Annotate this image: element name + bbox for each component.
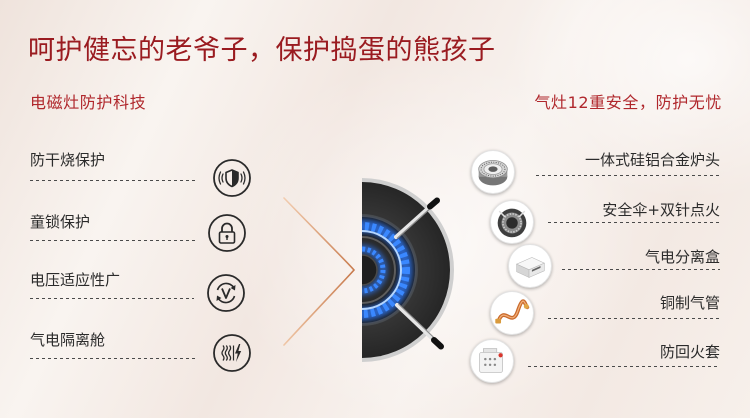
dashed-divider [562,269,720,270]
dashed-divider [536,175,720,176]
anti-backfire-sleeve-photo-icon [470,339,514,383]
right-feature-label: 安全伞+双针点火 [602,201,720,219]
dashed-divider [30,298,194,299]
voltage-cycle-icon [206,273,246,313]
right-feature-label: 防回火套 [659,343,720,361]
right-feature-label: 气电分离盒 [644,248,720,266]
right-section-title: 气灶12重安全，防护无忧 [534,93,722,112]
headline: 呵护健忘的老爷子，保护捣蛋的熊孩子 [28,35,496,66]
heat-lightning-icon [212,333,252,373]
left-section-title: 电磁灶防护科技 [30,93,147,112]
dashed-divider [30,180,198,181]
right-feature-label: 铜制气管 [659,294,720,312]
right-feature-label: 一体式硅铝合金炉头 [584,151,720,169]
copper-pipe-photo-icon [490,291,534,335]
gas-stove-burner-image [362,178,454,362]
chevron-divider [283,197,356,346]
separation-box-photo-icon [508,244,552,288]
ignition-needle-photo-icon [490,200,534,244]
dashed-divider [30,240,196,241]
burner-head-photo-icon [471,150,515,194]
dashed-divider [30,358,198,359]
left-feature-label: 童锁保护 [30,213,91,231]
left-feature-label: 气电隔离舱 [30,331,106,349]
shield-waves-icon [212,158,252,198]
left-feature-label: 电压适应性广 [30,271,121,289]
dashed-divider [528,366,720,367]
dashed-divider [548,318,720,319]
left-feature-label: 防干烧保护 [30,151,106,169]
padlock-icon [207,213,247,253]
dashed-divider [548,222,720,223]
